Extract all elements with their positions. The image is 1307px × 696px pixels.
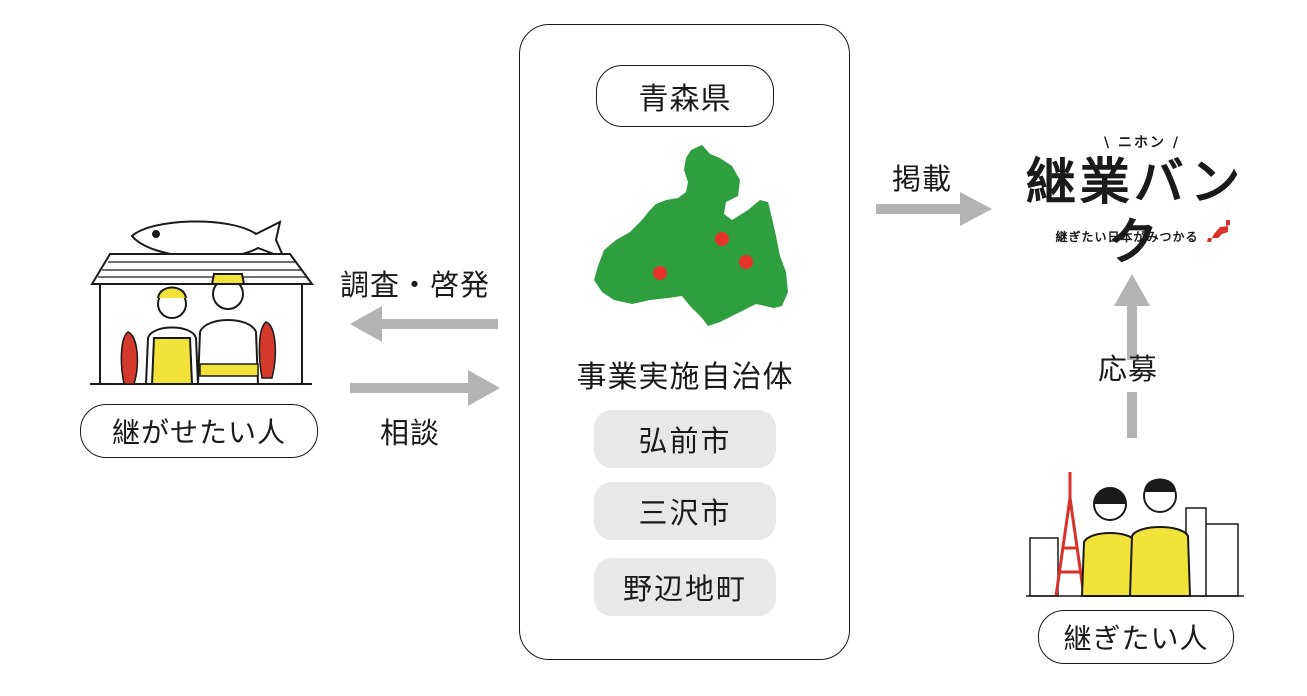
- prefecture-label: 青森県: [596, 65, 774, 127]
- city-dot-noheji: [715, 232, 729, 246]
- logo-tagline: 継ぎたい日本がみつかる: [1055, 230, 1199, 244]
- apply-label: 応募: [1098, 352, 1159, 386]
- post-label: 掲載: [892, 162, 953, 196]
- aomori-shape: [594, 145, 788, 326]
- man-figure: [196, 273, 260, 385]
- survey-awareness-label: 調査・啓発: [340, 268, 491, 302]
- arrow-up-apply: [1114, 274, 1150, 438]
- arrow-left-survey: [350, 306, 498, 342]
- aomori-map: [594, 145, 788, 326]
- red-fish-icon: [120, 331, 139, 385]
- fish-sign-icon: [130, 220, 286, 260]
- city-dot-hirosaki: [653, 266, 667, 280]
- municipality-item: 野辺地町: [594, 558, 776, 616]
- city-dot-misawa: [739, 255, 753, 269]
- consult-label: 相談: [380, 416, 441, 450]
- municipality-panel: [519, 24, 850, 660]
- arrow-right-post: [876, 192, 992, 226]
- woman-figure: [144, 286, 200, 385]
- japan-map-icon: [1207, 220, 1230, 242]
- man-figure: [1128, 478, 1192, 597]
- young-people-city-illustration: [1026, 472, 1244, 597]
- shop-roof: [90, 253, 314, 285]
- implementing-municipality-caption: 事業実施自治体: [576, 360, 794, 395]
- red-fish-icon: [258, 321, 277, 379]
- successor-seeker-label: 継がせたい人: [80, 404, 318, 458]
- logo-kicker: \ ニホン /: [1104, 135, 1180, 151]
- tokyo-tower-icon: [1054, 472, 1086, 597]
- municipality-item: 弘前市: [594, 410, 776, 468]
- shop-owners-illustration: [90, 220, 314, 385]
- logo-name: 継業バンク: [1025, 153, 1245, 271]
- arrow-right-consult: [350, 370, 500, 406]
- successor-candidate-label: 継ぎたい人: [1038, 610, 1234, 664]
- municipality-item: 三沢市: [594, 482, 776, 540]
- keigyo-bank-logo: \ ニホン / 継業バンク 継ぎたい日本がみつかる: [1012, 132, 1258, 271]
